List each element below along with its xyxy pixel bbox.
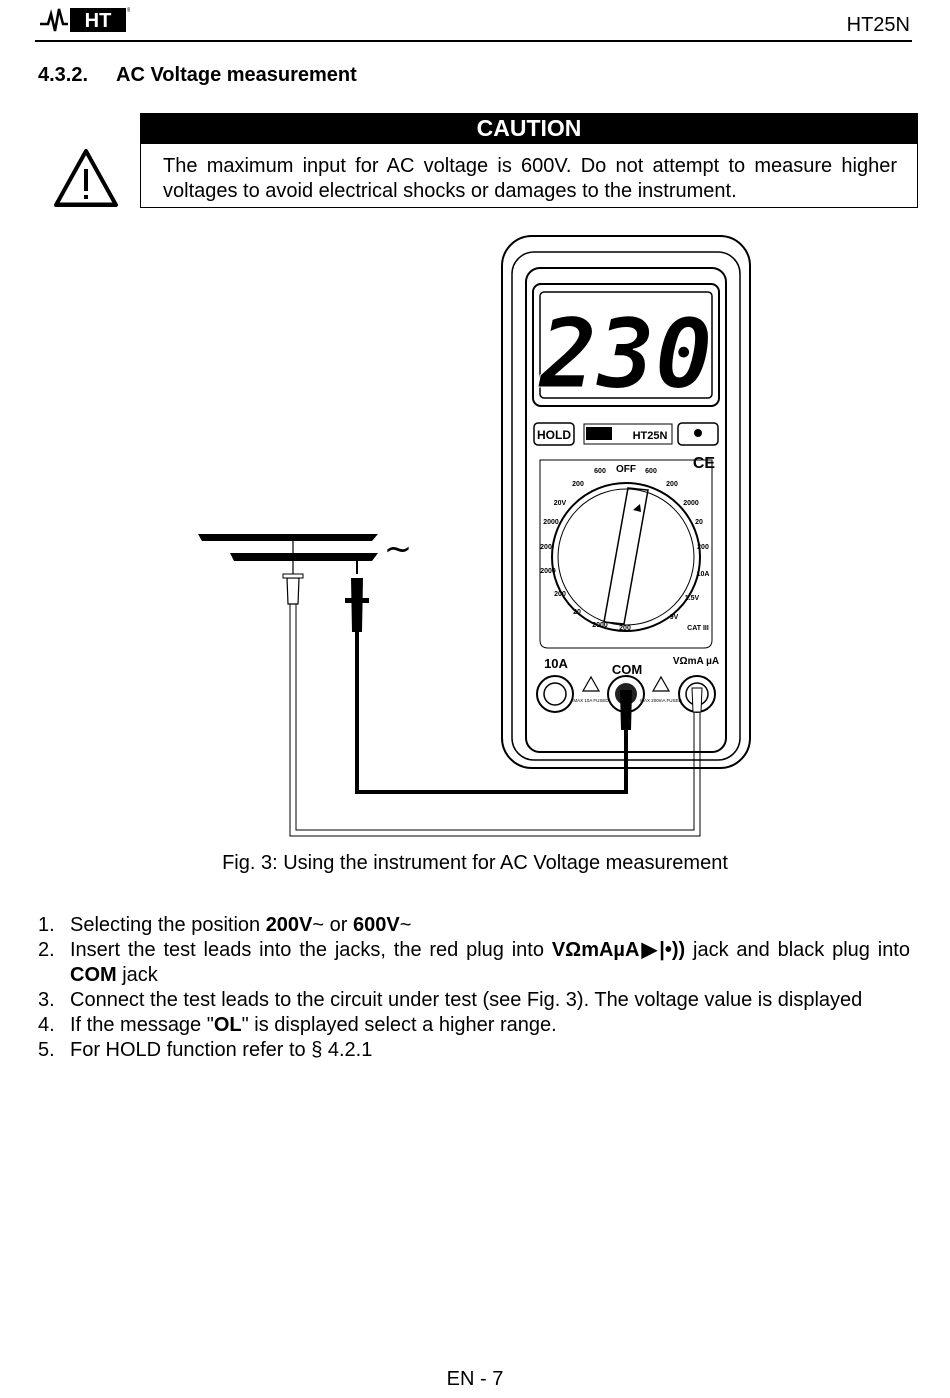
svg-text:2000: 2000 bbox=[540, 568, 556, 575]
logo-text: HT bbox=[85, 10, 112, 32]
step-text: For HOLD function refer to § 4.2.1 bbox=[70, 1039, 373, 1061]
procedure-steps: 1. Selecting the position 200V~ or 600V~2… bbox=[38, 913, 910, 1063]
step-text: VΩmAµA bbox=[551, 939, 640, 961]
svg-text:200: 200 bbox=[619, 625, 631, 632]
svg-text:20V: 20V bbox=[554, 500, 567, 507]
caution-box: The maximum input for AC voltage is 600V… bbox=[140, 144, 918, 208]
step-text: jack bbox=[116, 964, 158, 986]
step-number: 4. bbox=[38, 1014, 55, 1036]
step-text: Connect the test leads to the circuit un… bbox=[70, 989, 863, 1011]
svg-text:10A: 10A bbox=[697, 571, 710, 578]
hold-button-label: HOLD bbox=[537, 428, 571, 442]
fuse-warning-10a: MAX 10A FUSED bbox=[573, 698, 609, 703]
svg-text:200: 200 bbox=[697, 544, 709, 551]
jack-label-com: COM bbox=[612, 662, 642, 677]
step-text: OL bbox=[213, 1014, 242, 1036]
step-item: 4. If the message "OL" is displayed selec… bbox=[38, 1013, 910, 1038]
step-item: 3. Connect the test leads to the circuit … bbox=[38, 988, 910, 1013]
header-divider bbox=[35, 40, 912, 42]
ht-logo: HT ® bbox=[40, 7, 130, 32]
step-text: ~ bbox=[399, 914, 412, 936]
svg-text:®: ® bbox=[127, 7, 130, 14]
svg-text:2000: 2000 bbox=[592, 622, 608, 629]
svg-text:2000: 2000 bbox=[683, 500, 699, 507]
ac-symbol: ~ bbox=[384, 529, 413, 569]
model-name: HT25N bbox=[846, 14, 910, 36]
svg-text:9V: 9V bbox=[670, 614, 679, 621]
svg-text:20: 20 bbox=[695, 519, 703, 526]
ce-mark: CE bbox=[693, 455, 716, 472]
fuse-warning-ma: MAX 200mA FUSED bbox=[640, 698, 682, 703]
step-text: Insert the test leads into the jacks, th… bbox=[70, 939, 552, 961]
svg-text:1.5V: 1.5V bbox=[685, 595, 700, 602]
step-item: 2. Insert the test leads into the jacks, … bbox=[38, 938, 910, 988]
jack-label-v: VΩmA µA bbox=[673, 656, 719, 667]
svg-text:200: 200 bbox=[666, 481, 678, 488]
step-number: 5. bbox=[38, 1039, 55, 1061]
dial-off-label: OFF bbox=[616, 464, 636, 475]
svg-text:600: 600 bbox=[594, 468, 606, 475]
figure-caption: Fig. 3: Using the instrument for AC Volt… bbox=[222, 852, 728, 874]
multimeter-figure: 230 HOLD HT25N CE OFF 600 600 200 200 20… bbox=[198, 235, 751, 837]
step-text: COM bbox=[70, 964, 117, 986]
step-number: 3. bbox=[38, 989, 55, 1011]
page-number: EN - 7 bbox=[446, 1368, 504, 1390]
section-heading: 4.3.2. AC Voltage measurement bbox=[38, 64, 357, 87]
step-number: 2. bbox=[38, 939, 55, 961]
meter-brand-model: HT25N bbox=[633, 430, 668, 442]
svg-text:200: 200 bbox=[572, 481, 584, 488]
step-text: ▶|•)) bbox=[639, 939, 686, 961]
step-text: If the message " bbox=[70, 1014, 214, 1036]
svg-text:2000: 2000 bbox=[543, 519, 559, 526]
caution-text: The maximum input for AC voltage is 600V… bbox=[163, 155, 897, 202]
caution-title: CAUTION bbox=[140, 113, 918, 144]
step-text: 600V bbox=[352, 914, 400, 936]
step-text: 200V bbox=[265, 914, 313, 936]
step-text: Selecting the position bbox=[70, 914, 266, 936]
svg-text:200: 200 bbox=[540, 544, 552, 551]
svg-text:CAT III: CAT III bbox=[687, 625, 709, 632]
section-title: AC Voltage measurement bbox=[116, 64, 357, 86]
step-item: 1. Selecting the position 200V~ or 600V~ bbox=[38, 913, 910, 938]
warning-triangle-icon bbox=[54, 149, 118, 207]
jack-label-10a: 10A bbox=[544, 656, 568, 671]
svg-text:200: 200 bbox=[554, 591, 566, 598]
svg-text:20: 20 bbox=[573, 609, 581, 616]
step-text: " is displayed select a higher range. bbox=[241, 1014, 557, 1036]
step-text: jack and black plug into bbox=[685, 939, 910, 961]
section-number: 4.3.2. bbox=[38, 64, 89, 86]
step-item: 5. For HOLD function refer to § 4.2.1 bbox=[38, 1038, 910, 1063]
step-text: ~ or bbox=[312, 914, 353, 936]
step-number: 1. bbox=[38, 914, 55, 936]
svg-text:600: 600 bbox=[645, 468, 657, 475]
lcd-reading: 230 bbox=[537, 298, 712, 410]
